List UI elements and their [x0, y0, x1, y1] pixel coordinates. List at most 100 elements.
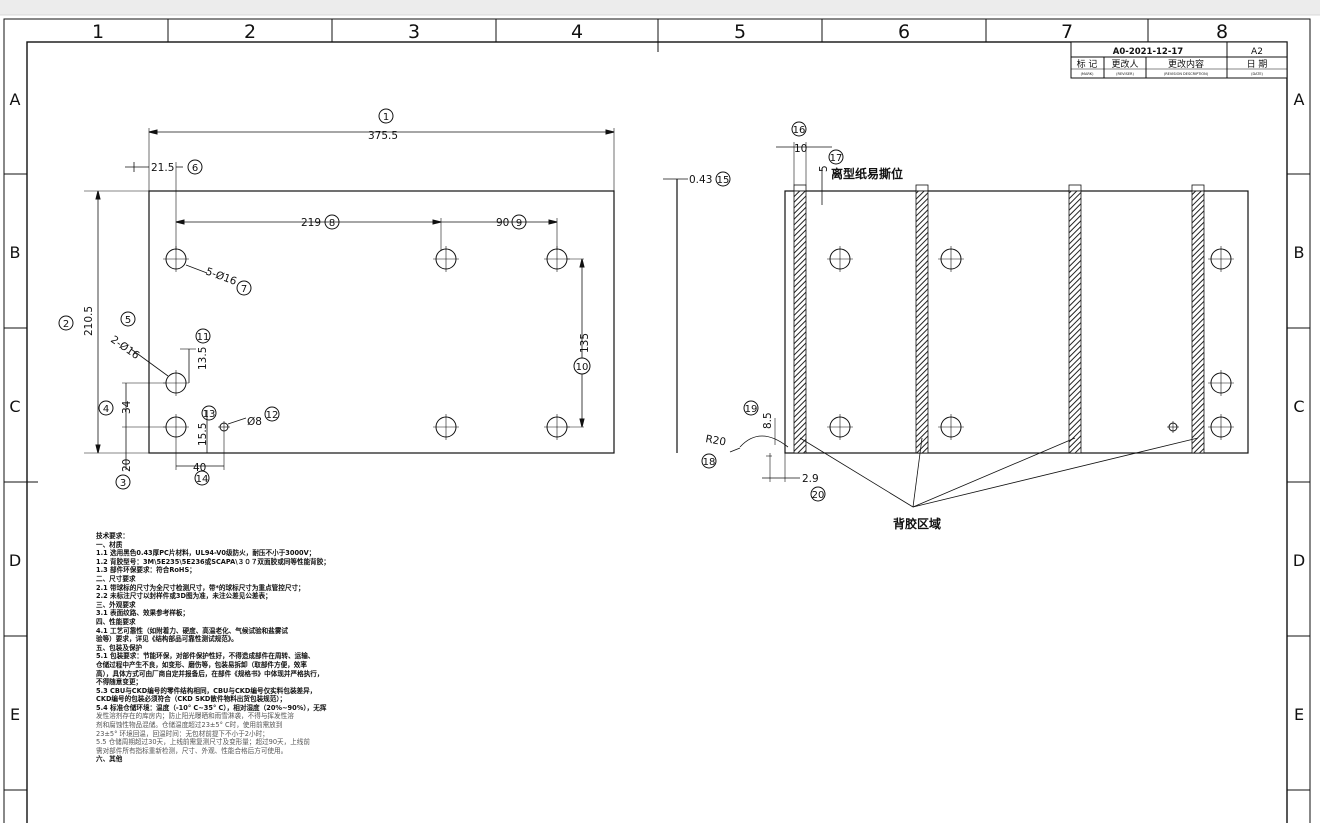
svg-text:15: 15 — [717, 175, 730, 186]
row-label-a-left: A — [10, 90, 21, 109]
row-label-d-right: D — [1293, 551, 1305, 570]
balloon-14: 14 — [194, 470, 210, 486]
hole-bottom-3 — [544, 414, 570, 440]
r-hole-7 — [1208, 414, 1234, 440]
svg-text:8: 8 — [329, 218, 335, 229]
column-labels: 1 2 3 4 5 6 7 8 — [92, 21, 1228, 43]
left-part-outline — [148, 190, 615, 454]
note-line: 5.3 CBU与CKD编号的零件结构相同，CBU与CKD编号仅实料包装差异， — [96, 686, 317, 695]
balloon-17: 17 — [828, 149, 844, 165]
note-line: 5.1 包装要求：节能环保，对部件保护性好，不得造成部件在周转、运输、 — [96, 652, 315, 661]
col-label-1: 1 — [92, 21, 104, 43]
dim-34: 34 — [121, 400, 133, 414]
hole-top-3 — [544, 246, 570, 272]
note-line: 发性溶剂存在的库房内；防止阳光曝晒和雨雪淋袭，不得与挥发性溶 — [96, 712, 294, 721]
svg-text:1: 1 — [383, 112, 389, 123]
note-line: 1.2 背胶型号：3M\5E235\5E236或SCAPA\３０７双面胶或同等性… — [96, 557, 330, 566]
hole-small — [218, 421, 230, 433]
dim-135: 135 — [579, 333, 591, 353]
dim-overall-height: 210.5 — [83, 306, 95, 336]
right-view — [729, 142, 1249, 508]
svg-text:12: 12 — [266, 410, 279, 421]
adhesive-strip-3 — [1068, 190, 1082, 454]
svg-text:2: 2 — [63, 319, 69, 330]
dim-edge-2-9: 2.9 — [802, 473, 819, 485]
sheet-size: A2 — [1251, 47, 1263, 57]
row-label-e-right: E — [1294, 705, 1304, 724]
svg-text:11: 11 — [197, 332, 210, 343]
dim-tab-gap: 5 — [818, 165, 830, 172]
adhesive-strip-2 — [915, 190, 929, 454]
svg-text:20: 20 — [812, 490, 825, 501]
adhesive-strip-4 — [1191, 190, 1205, 454]
dim-20: 20 — [121, 459, 133, 472]
note-line: 仓储过程中产生不良，如变形、磨伤等，包装易拆卸（取部件方便，效率 — [96, 660, 307, 669]
note-line: CKD编号的包装必须符合（CKD SKD散件物料出货包装规范）； — [96, 695, 287, 704]
balloon-20: 20 — [810, 486, 826, 502]
thickness-view: 0.43 15 — [663, 171, 731, 453]
balloon-3: 3 — [115, 474, 131, 490]
note-line: 剂和腐蚀性物品混储。仓储温度超过23±5° C时，使用前需放到 — [96, 721, 283, 730]
svg-text:19: 19 — [745, 404, 758, 415]
label-adhesive-area: 背胶区域 — [893, 516, 941, 531]
rev-header-desc-en: (REVISION DESCRIPTION) — [1164, 72, 1209, 76]
col-label-2: 2 — [244, 21, 256, 43]
rev-header-mark: 标 记 — [1077, 58, 1098, 70]
svg-text:14: 14 — [196, 474, 209, 485]
balloon-1: 1 — [378, 108, 394, 124]
note-line: 1.3 部件环保要求：符合RoHS； — [96, 566, 196, 575]
svg-text:7: 7 — [241, 284, 247, 295]
dim-tab-width: 10 — [794, 143, 807, 155]
right-view-labels: 10 5 离型纸易撕位 R20 8.5 2.9 背胶区域 — [704, 143, 941, 531]
col-label-3: 3 — [408, 21, 420, 43]
note-line: 一、材质 — [96, 540, 123, 549]
note-release-paper: 离型纸易撕位 — [831, 166, 903, 181]
balloon-10: 10 — [573, 357, 591, 375]
dim-thickness: 0.43 — [689, 174, 712, 186]
col-label-8: 8 — [1216, 21, 1228, 43]
note-line: 六、其他 — [96, 755, 123, 764]
outer-frame — [3, 18, 1311, 823]
balloon-7: 7 — [236, 280, 252, 296]
svg-text:13: 13 — [203, 409, 216, 420]
dim-15-5: 15.5 — [197, 423, 209, 446]
row-label-b-left: B — [10, 243, 21, 262]
dim-13-5: 13.5 — [197, 347, 209, 370]
row-label-e-left: E — [10, 705, 20, 724]
left-balloons: 1 2 3 4 5 6 7 8 9 10 11 12 13 14 — [58, 108, 591, 490]
note-line: 五、包装及保护 — [96, 643, 143, 652]
balloon-13: 13 — [201, 405, 217, 421]
row-label-b-right: B — [1294, 243, 1305, 262]
dim-radius: R20 — [704, 433, 726, 448]
rev-header-date-en: (DATE) — [1251, 72, 1263, 76]
balloon-11: 11 — [195, 328, 211, 344]
r-hole-4 — [1208, 370, 1234, 396]
left-view — [84, 128, 615, 470]
label-small-hole: Ø8 — [247, 416, 262, 428]
r-hole-3 — [1208, 246, 1234, 272]
dim-219: 219 — [301, 217, 321, 229]
hole-top-1 — [163, 246, 189, 272]
r-hole-2 — [938, 246, 964, 272]
note-line: 5.5 仓储周期超过30天，上线前需复测尺寸及变形量；超过90天，上线前 — [96, 738, 310, 747]
svg-text:6: 6 — [192, 163, 198, 174]
note-line: 2.2 未标注尺寸以封样件或3D图为准，未注公差见公差表； — [96, 592, 272, 601]
col-label-6: 6 — [898, 21, 910, 43]
note-line: 2.1 带球标的尺寸为全尺寸检测尺寸，带*的球标尺寸为重点管控尺寸； — [96, 583, 305, 592]
inner-frame — [26, 41, 1288, 823]
note-line: 4.1 工艺可靠性（如附着力、硬度、高温老化、气候试验和盐雾试 — [96, 626, 289, 635]
dim-edge-offset: 21.5 — [151, 162, 174, 174]
note-line: 23±5° 环境回温，回温时间：无包材前提下不小于2小时； — [96, 729, 269, 738]
column-zones — [167, 19, 1149, 52]
hole-bottom-2 — [433, 414, 459, 440]
svg-text:4: 4 — [103, 404, 109, 415]
dim-40: 40 — [193, 462, 206, 474]
svg-text:3: 3 — [120, 478, 126, 489]
balloon-18: 18 — [701, 453, 717, 469]
row-labels: A B C D E A B C D E — [9, 90, 1305, 724]
balloon-9: 9 — [511, 214, 527, 230]
r-hole-small — [1167, 421, 1179, 433]
revision-block: A0-2021-12-17 A2 标 记 更改人 更改内容 日 期 (MARK)… — [1070, 41, 1288, 79]
balloon-6: 6 — [187, 159, 203, 175]
